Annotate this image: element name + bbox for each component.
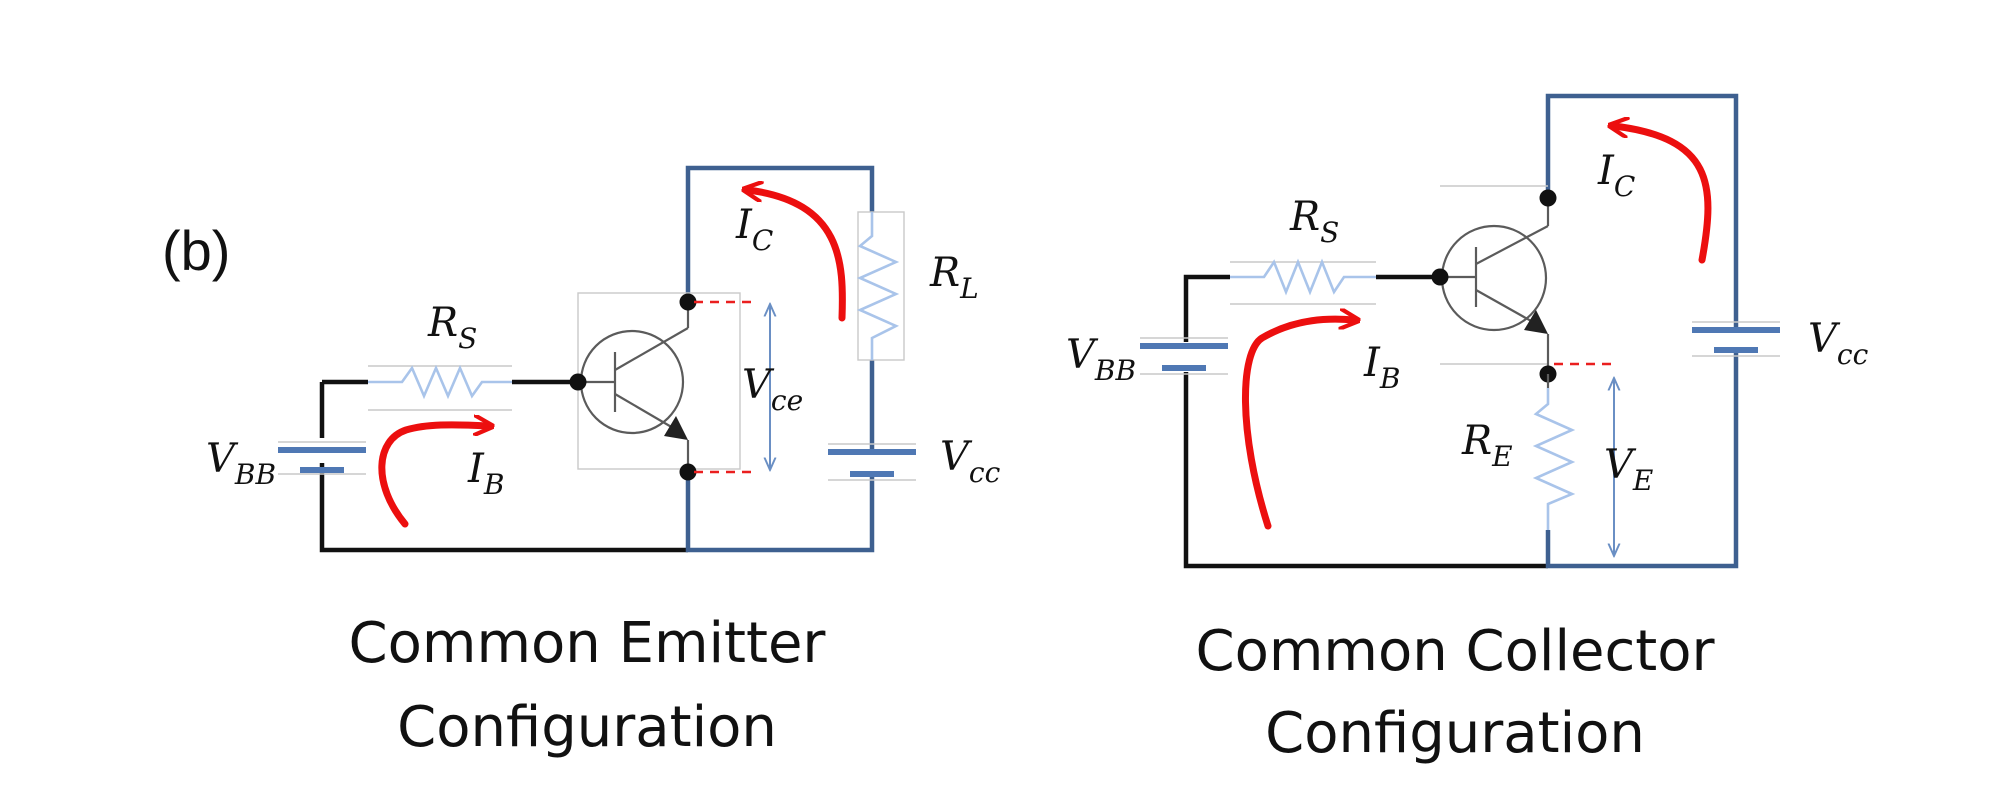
ce-caption-line1: Common Emitter — [349, 611, 827, 676]
ce-ic-current-arrow — [748, 190, 846, 322]
cc-base-node — [1431, 268, 1449, 286]
cc-npn-transistor — [1431, 185, 1557, 383]
ce-emitter-arrow-icon — [664, 416, 688, 440]
cc-rs-label: RS — [1289, 194, 1339, 249]
cc-rs-resistor — [1230, 258, 1376, 305]
panel-tag: (b) — [162, 219, 230, 282]
cc-vbb-label: VBB — [1066, 332, 1136, 387]
ce-caption-line2: Configuration — [397, 695, 777, 760]
ce-vce-measurement — [694, 300, 770, 474]
ce-base-loop-wire — [319, 463, 688, 553]
cc-vcc-battery — [1692, 321, 1780, 357]
cc-ic-current-arrow — [1614, 126, 1712, 264]
ce-collector-node — [679, 293, 697, 311]
ce-npn-transistor — [569, 292, 741, 481]
cc-vcc-to-ground-wire — [1545, 352, 1739, 569]
ce-vce-label: Vce — [742, 362, 803, 417]
ce-rs-label: RS — [427, 300, 477, 355]
common-emitter-circuit: RS VBB IB IC RL Vce Vcc — [206, 165, 1001, 553]
ce-emitter-node — [679, 463, 697, 481]
cc-caption-line1: Common Collector — [1196, 619, 1716, 684]
cc-ib-label: IB — [1363, 340, 1400, 395]
ce-rl-label: RL — [929, 250, 979, 305]
cc-base-loop-wire — [1183, 372, 1548, 569]
cc-ve-label: VE — [1604, 442, 1653, 497]
ce-ic-label: IC — [735, 202, 773, 257]
ce-ib-label: IB — [467, 446, 504, 501]
cc-ib-current-arrow — [1241, 319, 1354, 530]
cc-vbb-to-rs-wire — [1183, 274, 1230, 342]
cc-vbb-battery — [1140, 337, 1228, 375]
ce-vcc-label: Vcc — [940, 434, 1001, 489]
cc-vcc-label: Vcc — [1808, 316, 1869, 371]
ce-collector-loop-wire — [685, 165, 875, 302]
ce-vcc-to-ground-wire — [685, 472, 875, 553]
cc-re-label: RE — [1461, 418, 1513, 473]
ce-rl-resistor — [856, 211, 905, 361]
cc-collector-node — [1539, 189, 1557, 207]
ce-vbb-battery — [278, 441, 366, 475]
ce-vcc-battery — [828, 443, 916, 481]
ce-base-node — [569, 373, 587, 391]
ce-ib-current-arrow — [378, 425, 488, 528]
cc-ic-label: IC — [1597, 148, 1635, 203]
common-collector-circuit: RS VBB IB IC RE VE Vcc — [1066, 93, 1869, 569]
cc-collector-loop-wire — [1545, 93, 1739, 328]
cc-caption-line2: Configuration — [1265, 701, 1645, 766]
ce-vbb-label: VBB — [206, 436, 276, 491]
ce-rs-resistor — [368, 364, 512, 411]
cc-emitter-arrow-icon — [1524, 310, 1548, 334]
cc-re-resistor — [1532, 374, 1576, 530]
cc-ve-measurement — [1554, 362, 1614, 556]
